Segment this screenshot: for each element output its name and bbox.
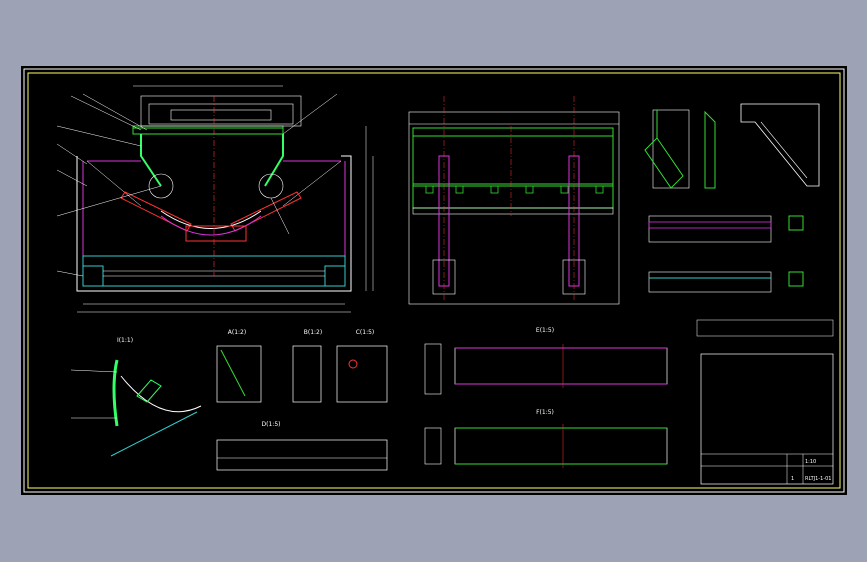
title-block: RLTJ1-1-01 1:10 1: [696, 319, 834, 485]
detail-c-label: C(1:5): [356, 329, 375, 336]
drawing-number: RLTJ1-1-01: [805, 476, 831, 482]
drawing-sheet: I(1:1) A(1:2) B(1:2) C(1:5) D(1:5): [21, 66, 847, 495]
details-e-f: E(1:5) F(1:5): [424, 327, 668, 468]
detail-b-label: B(1:2): [304, 329, 322, 336]
detail-e-label: E(1:5): [536, 327, 554, 334]
detail-a-label: A(1:2): [228, 329, 246, 336]
sheet-inner-frame: [27, 72, 841, 489]
detail-f-label: F(1:5): [536, 409, 554, 416]
drawing-svg: I(1:1) A(1:2) B(1:2) C(1:5) D(1:5): [23, 68, 845, 493]
front-view: [408, 96, 620, 305]
detail-views-top-right: [644, 103, 820, 293]
detail-i-view: I(1:1): [70, 337, 202, 457]
main-section-view: [56, 85, 374, 313]
detail-d-label: D(1:5): [262, 421, 281, 428]
sheet-outer-frame: [23, 68, 845, 493]
drawing-scale: 1:10: [805, 459, 816, 465]
detail-i-label: I(1:1): [117, 337, 133, 344]
drawing-sheet-number: 1: [791, 476, 794, 482]
details-a-b-c: A(1:2) B(1:2) C(1:5) D(1:5): [216, 329, 388, 471]
